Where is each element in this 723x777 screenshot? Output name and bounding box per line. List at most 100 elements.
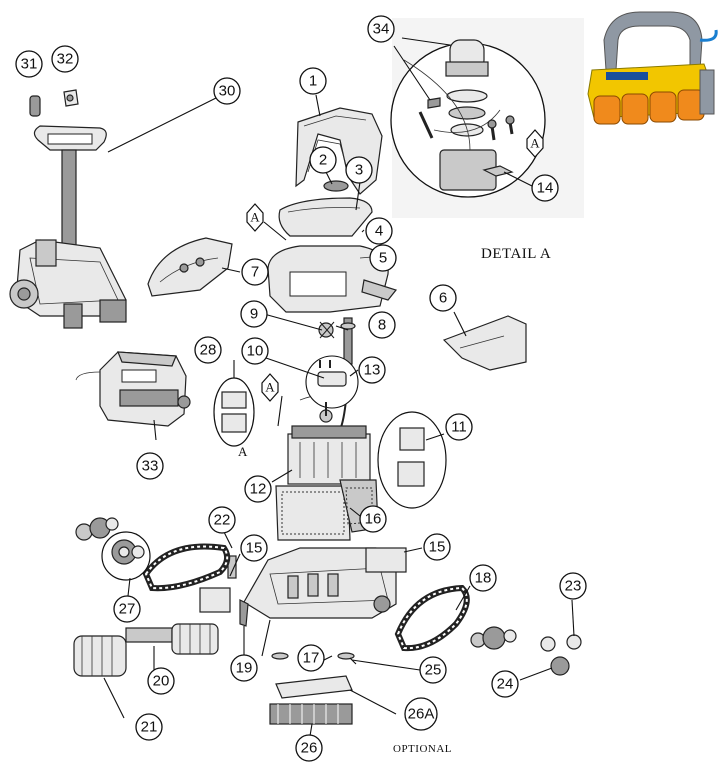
- callout-30: 30: [213, 77, 241, 105]
- filter-ports-28: [213, 377, 255, 447]
- callout-9: 9: [240, 300, 268, 328]
- callout-34: 34: [367, 15, 395, 43]
- loose-a-label: A: [238, 444, 248, 459]
- callout-25: 25: [419, 656, 447, 684]
- svg-text:14: 14: [537, 180, 554, 197]
- callout-26a: 26A: [404, 697, 438, 731]
- svg-text:A: A: [530, 136, 540, 151]
- svg-text:33: 33: [142, 458, 159, 475]
- pulley-right: [470, 626, 517, 650]
- svg-text:16: 16: [365, 511, 382, 528]
- callout-1: 1: [299, 67, 327, 95]
- callout-32: 32: [51, 45, 79, 73]
- callout-11: 11: [445, 413, 473, 441]
- callout-16: 16: [359, 505, 387, 533]
- hex-marker-a-detail: A: [526, 129, 544, 158]
- svg-text:30: 30: [219, 83, 236, 100]
- filter-cartridges: [275, 479, 379, 541]
- robot-photo: [585, 8, 718, 130]
- svg-text:3: 3: [355, 162, 363, 179]
- svg-text:17: 17: [303, 650, 320, 667]
- lid-4: [278, 197, 373, 237]
- detail-a-title: DETAIL A: [481, 246, 552, 262]
- svg-text:11: 11: [451, 419, 467, 436]
- callout-24: 24: [491, 670, 519, 698]
- callout-26: 26: [295, 734, 323, 762]
- svg-text:12: 12: [250, 481, 267, 498]
- brush-adaptor-26a: [275, 675, 353, 699]
- latch-19: [239, 599, 249, 627]
- callout-19: 19: [230, 654, 258, 682]
- svg-text:26: 26: [301, 740, 318, 757]
- svg-text:22: 22: [214, 512, 231, 529]
- base-chassis: [243, 547, 397, 619]
- upper-housing-5: [267, 245, 398, 313]
- hex-marker-a-mid: A: [261, 373, 279, 402]
- svg-text:23: 23: [565, 578, 582, 595]
- clip-22: [227, 555, 237, 579]
- callout-17: 17: [297, 644, 325, 672]
- svg-text:31: 31: [21, 56, 38, 73]
- power-supply: [75, 351, 191, 427]
- swivel-10-detail: [305, 355, 359, 409]
- svg-text:13: 13: [364, 362, 381, 379]
- svg-text:26A: 26A: [408, 706, 435, 723]
- svg-text:6: 6: [439, 290, 447, 307]
- callout-18: 18: [469, 564, 497, 592]
- svg-text:34: 34: [373, 21, 390, 38]
- flap-15: [199, 547, 407, 613]
- brush-axle-20: [125, 623, 219, 655]
- track-left: [142, 543, 231, 592]
- svg-text:24: 24: [497, 676, 514, 693]
- svg-text:8: 8: [378, 317, 386, 334]
- callout-4: 4: [365, 217, 393, 245]
- washers-25: [271, 652, 355, 660]
- callout-12: 12: [244, 475, 272, 503]
- svg-text:21: 21: [141, 719, 158, 736]
- svg-text:15: 15: [246, 540, 263, 557]
- hex-marker-a-top: A: [246, 203, 264, 232]
- svg-text:27: 27: [119, 601, 136, 618]
- callout-7: 7: [241, 258, 269, 286]
- svg-text:4: 4: [375, 223, 383, 240]
- svg-text:A: A: [250, 210, 260, 225]
- callout-13: 13: [358, 356, 386, 384]
- optional-note: OPTIONAL: [393, 743, 452, 755]
- svg-text:28: 28: [200, 342, 217, 359]
- detail-a-inset: [390, 18, 584, 218]
- callout-22: 22: [208, 506, 236, 534]
- callout-3: 3: [345, 156, 373, 184]
- callout-20: 20: [147, 667, 175, 695]
- svg-text:5: 5: [379, 250, 387, 267]
- callout-6: 6: [429, 284, 457, 312]
- svg-text:15: 15: [429, 539, 446, 556]
- brush-21: [73, 635, 127, 677]
- wheel-23-24: [540, 634, 582, 676]
- side-panel-6: [442, 315, 527, 371]
- callout-10: 10: [241, 337, 269, 365]
- callout-15-right: 15: [423, 533, 451, 561]
- pulley-left-top: [75, 517, 119, 541]
- motor-unit: [287, 402, 371, 485]
- callout-28: 28: [194, 336, 222, 364]
- svg-text:9: 9: [250, 306, 258, 323]
- svg-text:10: 10: [247, 343, 264, 360]
- svg-text:2: 2: [319, 152, 327, 169]
- shaft-8: [340, 317, 356, 365]
- callout-5: 5: [369, 244, 397, 272]
- callout-2: 2: [309, 146, 337, 174]
- svg-text:A: A: [265, 380, 275, 395]
- impeller-9: [318, 321, 335, 339]
- callout-31: 31: [15, 50, 43, 78]
- callout-8: 8: [368, 311, 396, 339]
- callout-21: 21: [135, 713, 163, 741]
- callout-14: 14: [531, 174, 559, 202]
- svg-text:20: 20: [153, 673, 170, 690]
- swivel-part-2: [323, 180, 349, 192]
- side-panel-7: [147, 237, 233, 297]
- track-right: [394, 584, 470, 652]
- svg-text:32: 32: [57, 51, 74, 68]
- svg-text:7: 7: [251, 264, 259, 281]
- callout-27: 27: [113, 595, 141, 623]
- callout-15-left: 15: [240, 534, 268, 562]
